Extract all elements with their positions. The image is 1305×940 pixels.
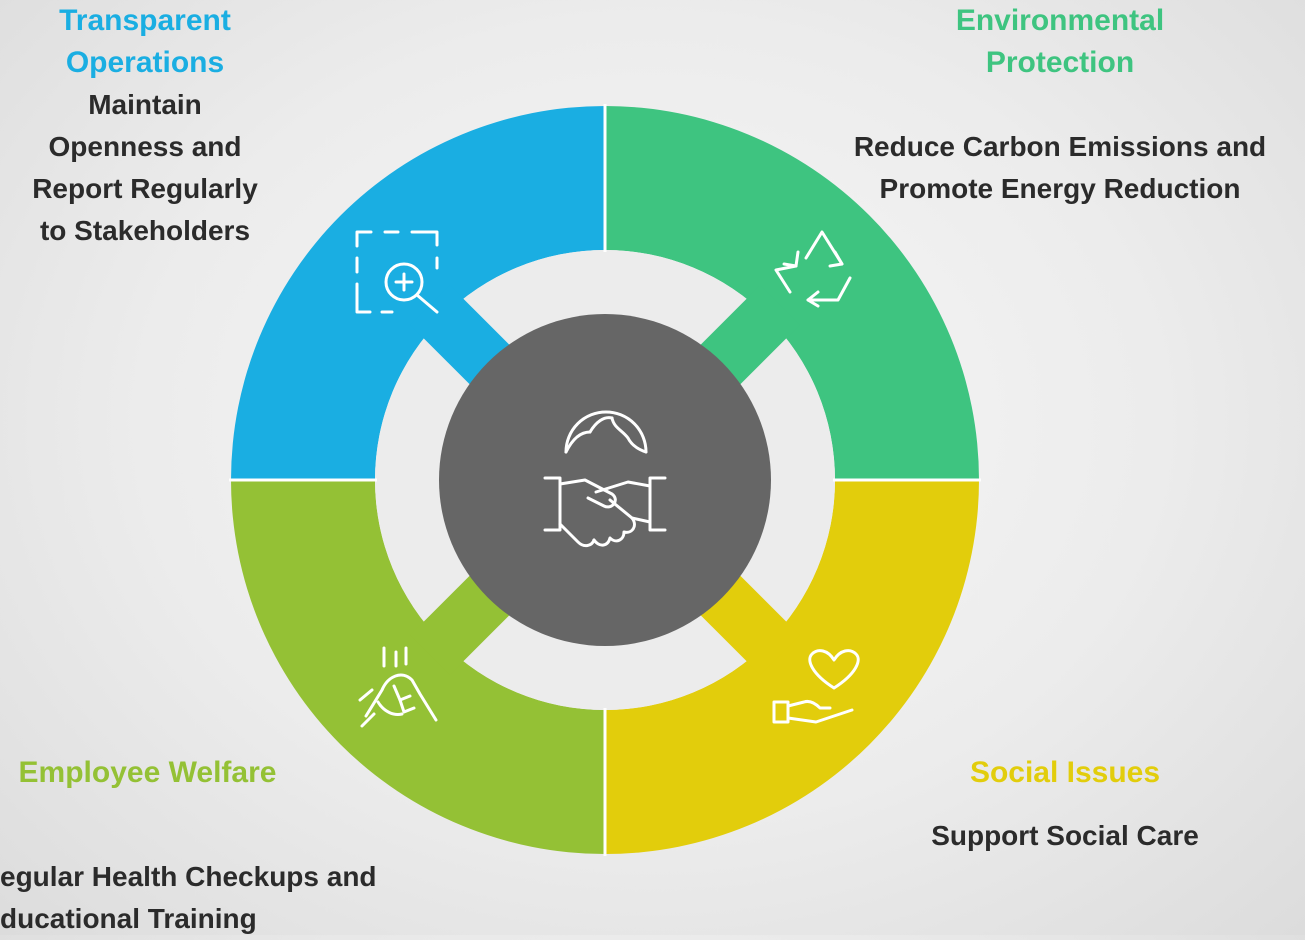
employee-welfare-title: Employee Welfare bbox=[18, 756, 277, 789]
transparent-desc-line1: Maintain bbox=[88, 89, 202, 120]
transparent-title-line1: Transparent bbox=[59, 4, 231, 37]
transparent-title-line2: Operations bbox=[65, 46, 225, 79]
transparent-desc-line4: to Stakeholders bbox=[39, 215, 251, 246]
transparent-operations-desc: Maintain Openness and Report Regularly t… bbox=[10, 84, 280, 252]
environmental-title-line1: Environmental bbox=[955, 4, 1165, 37]
segment-environmental-protection bbox=[605, 106, 979, 480]
segment-employee-welfare bbox=[231, 480, 605, 854]
employee-desc-line2: ducational Training bbox=[0, 903, 257, 934]
environmental-desc-line1: Reduce Carbon Emissions and bbox=[853, 131, 1267, 162]
environmental-protection-desc: Reduce Carbon Emissions and Promote Ener… bbox=[815, 126, 1305, 210]
environmental-desc-line2: Promote Energy Reduction bbox=[879, 173, 1241, 204]
center-circle bbox=[439, 314, 771, 646]
social-issues-desc: Support Social Care bbox=[931, 820, 1199, 851]
environmental-title-line2: Protection bbox=[985, 46, 1135, 79]
globe-handshake-icon bbox=[543, 410, 667, 548]
transparent-desc-line2: Openness and bbox=[48, 131, 242, 162]
segment-dividers bbox=[229, 104, 981, 856]
transparent-desc-line3: Report Regularly bbox=[32, 173, 258, 204]
heart-hand-icon bbox=[772, 649, 860, 724]
magnify-plus-icon bbox=[355, 230, 439, 314]
transparent-operations-title: Transparent Operations bbox=[40, 0, 250, 84]
segment-social-issues bbox=[605, 480, 979, 854]
environmental-protection-title: Environmental Protection bbox=[920, 0, 1200, 84]
recycle-icon bbox=[774, 230, 852, 308]
social-issues-title: Social Issues bbox=[969, 756, 1161, 789]
employee-desc-line1: egular Health Checkups and bbox=[0, 861, 377, 892]
helping-hands-icon bbox=[358, 646, 438, 728]
employee-welfare-desc: egular Health Checkups and ducational Tr… bbox=[0, 856, 440, 940]
